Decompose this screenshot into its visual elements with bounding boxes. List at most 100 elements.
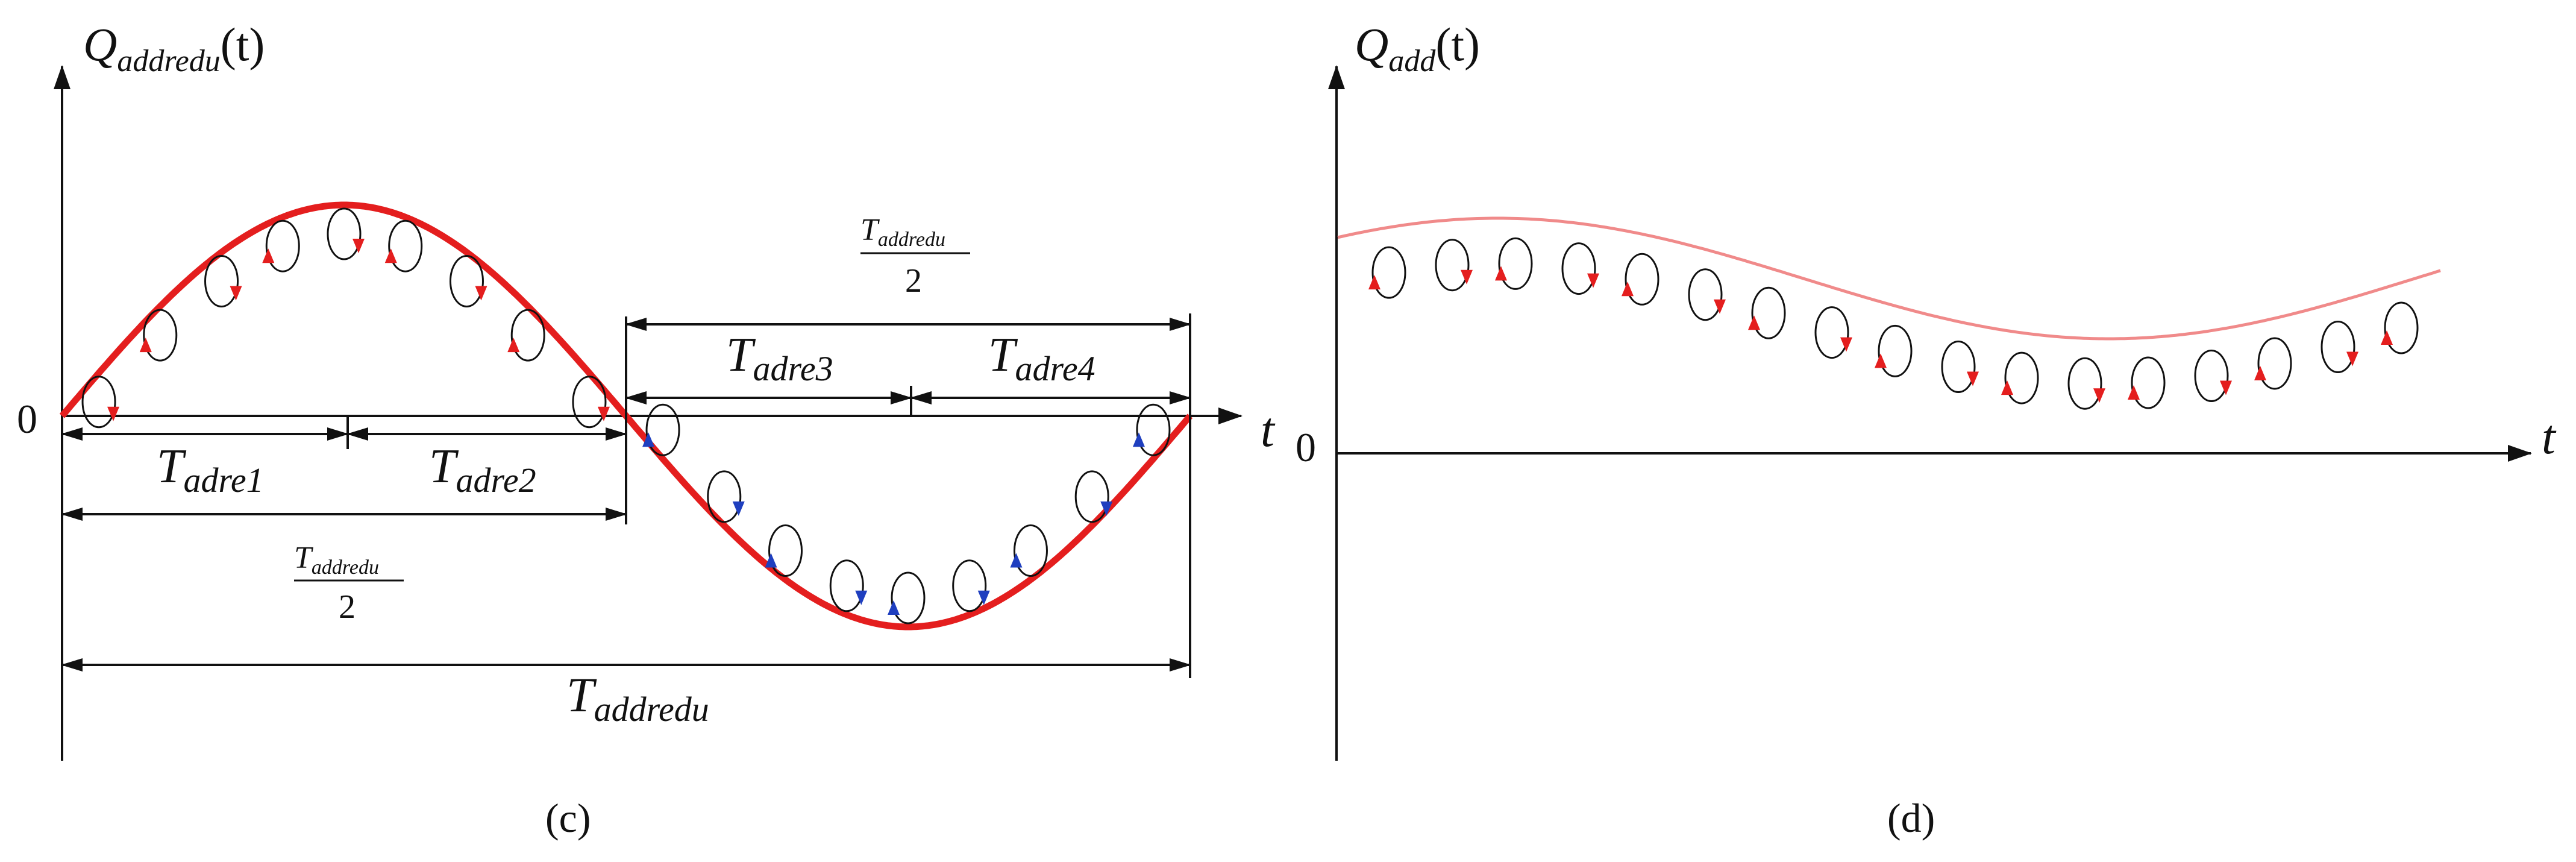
dim-t-adre1-label: Tadre1 xyxy=(157,440,264,500)
orbit-d-1-rotation-arrow xyxy=(1368,275,1380,290)
panel-d-orbits xyxy=(1368,237,2419,410)
panel-d: Qadd(t) t 0 (d) xyxy=(1296,18,2557,841)
orbit-c-neg-8-ring xyxy=(1074,470,1109,523)
dim-full-main: T xyxy=(566,667,597,722)
orbit-d-4-rotation-arrow xyxy=(1587,273,1599,288)
orbit-c-neg-8-rotation-arrow xyxy=(1100,501,1113,516)
orbit-d-6-ring xyxy=(1688,268,1723,321)
orbit-d-12 xyxy=(2067,357,2105,410)
orbit-d-1 xyxy=(1368,246,1406,299)
dim-t-adre3-label: Tadre3 xyxy=(726,329,833,388)
orbit-c-pos-1 xyxy=(81,376,120,429)
orbit-d-4-ring xyxy=(1561,242,1596,295)
orbit-c-pos-7-ring xyxy=(449,255,484,308)
orbit-d-12-ring xyxy=(2067,357,2102,410)
orbit-d-15-ring xyxy=(2257,337,2292,390)
orbit-c-pos-9 xyxy=(572,376,610,429)
orbit-c-pos-8 xyxy=(507,309,545,362)
orbit-c-pos-5-rotation-arrow xyxy=(353,239,365,253)
orbit-c-pos-8-rotation-arrow xyxy=(507,338,520,353)
dim-half-right-num-sub: addredu xyxy=(878,228,945,251)
orbit-c-neg-3 xyxy=(765,524,803,577)
orbit-c-neg-4 xyxy=(829,559,868,612)
orbit-c-neg-7-rotation-arrow xyxy=(1010,553,1023,568)
orbit-c-pos-7-rotation-arrow xyxy=(475,286,487,301)
panel-c-y-label-main: Q xyxy=(83,18,117,71)
orbit-d-9 xyxy=(1875,324,1913,377)
orbit-d-14 xyxy=(2194,350,2232,403)
orbit-d-9-ring xyxy=(1878,324,1913,377)
dim-t-adre2-main: T xyxy=(429,440,459,493)
orbit-d-2 xyxy=(1435,239,1473,292)
orbit-d-15-rotation-arrow xyxy=(2254,365,2266,380)
orbit-c-pos-7 xyxy=(449,255,487,308)
dim-half-left-num-sub: addredu xyxy=(312,556,379,579)
svg-text:Taddredu: Taddredu xyxy=(294,541,379,579)
orbit-c-neg-5 xyxy=(888,571,926,624)
orbit-d-12-rotation-arrow xyxy=(2093,388,2105,403)
orbit-d-10-ring xyxy=(1941,340,1976,393)
orbit-d-2-ring xyxy=(1435,239,1470,292)
orbit-d-8 xyxy=(1814,306,1852,359)
orbit-c-pos-6-ring xyxy=(388,219,423,272)
orbit-c-neg-8 xyxy=(1074,470,1113,523)
panel-c-orbits xyxy=(81,207,1171,624)
panel-d-y-label-sub: add xyxy=(1388,44,1436,78)
orbit-c-pos-9-ring xyxy=(572,376,607,429)
orbit-c-neg-3-ring xyxy=(768,524,803,577)
orbit-d-15 xyxy=(2254,337,2292,390)
orbit-d-3 xyxy=(1495,237,1533,290)
dim-t-adre2-sub: adre2 xyxy=(456,461,536,500)
orbit-c-neg-4-rotation-arrow xyxy=(855,590,868,605)
orbit-c-pos-1-ring xyxy=(81,376,116,429)
orbit-d-6 xyxy=(1688,268,1726,321)
dim-half-left-label: Taddredu 2 xyxy=(294,541,404,626)
orbit-d-11 xyxy=(2001,351,2039,404)
orbit-d-5-rotation-arrow xyxy=(1622,282,1634,297)
orbit-c-pos-4-rotation-arrow xyxy=(262,248,275,263)
orbit-c-pos-3-rotation-arrow xyxy=(230,286,242,301)
orbit-d-11-ring xyxy=(2004,351,2039,404)
dim-half-right-label: Taddredu 2 xyxy=(860,213,970,300)
orbit-c-neg-7 xyxy=(1010,524,1048,577)
panel-d-offset-sine-curve xyxy=(1337,216,2441,341)
orbit-d-10 xyxy=(1941,340,1979,393)
orbit-c-neg-6-rotation-arrow xyxy=(977,590,990,605)
dim-full-sub: addredu xyxy=(594,690,709,729)
orbit-c-neg-1-rotation-arrow xyxy=(642,432,655,447)
orbit-d-2-rotation-arrow xyxy=(1461,269,1473,285)
panel-c-y-label-sub: addredu xyxy=(117,44,220,78)
orbit-c-neg-2-ring xyxy=(707,470,742,523)
dim-t-adre3-main: T xyxy=(726,329,756,382)
dim-t-adre4-main: T xyxy=(988,329,1018,382)
orbit-c-neg-5-rotation-arrow xyxy=(888,600,900,615)
orbit-c-neg-7-ring xyxy=(1013,524,1048,577)
orbit-d-16 xyxy=(2321,321,2358,374)
orbit-c-pos-3-ring xyxy=(204,255,239,308)
orbit-d-8-rotation-arrow xyxy=(1840,337,1852,352)
orbit-d-1-ring xyxy=(1371,246,1406,299)
orbit-c-pos-5 xyxy=(327,207,365,260)
dim-half-right-den: 2 xyxy=(905,262,922,300)
orbit-d-10-rotation-arrow xyxy=(1967,371,1979,386)
orbit-d-4 xyxy=(1561,242,1599,295)
orbit-c-neg-6 xyxy=(952,559,990,612)
orbit-c-pos-6-rotation-arrow xyxy=(384,248,397,263)
dim-t-adre1-sub: adre1 xyxy=(184,461,264,500)
dim-half-left-den: 2 xyxy=(339,588,356,626)
orbit-d-13-ring xyxy=(2131,356,2166,409)
dim-t-adre3-sub: adre3 xyxy=(753,349,833,388)
dim-half-right-num-main: T xyxy=(860,213,880,247)
orbit-d-13-rotation-arrow xyxy=(2128,385,2140,400)
orbit-c-neg-1 xyxy=(642,403,680,456)
orbit-d-9-rotation-arrow xyxy=(1875,353,1887,368)
panel-d-y-label-main: Q xyxy=(1355,18,1388,71)
orbit-c-neg-9-rotation-arrow xyxy=(1132,432,1145,447)
orbit-d-14-rotation-arrow xyxy=(2220,380,2232,395)
panel-c-y-label: Qaddredu(t) xyxy=(83,18,265,78)
orbit-d-16-rotation-arrow xyxy=(2346,351,2358,367)
dim-half-left-num-main: T xyxy=(294,541,313,575)
orbit-d-17 xyxy=(2381,301,2419,354)
orbit-d-5 xyxy=(1622,253,1659,306)
